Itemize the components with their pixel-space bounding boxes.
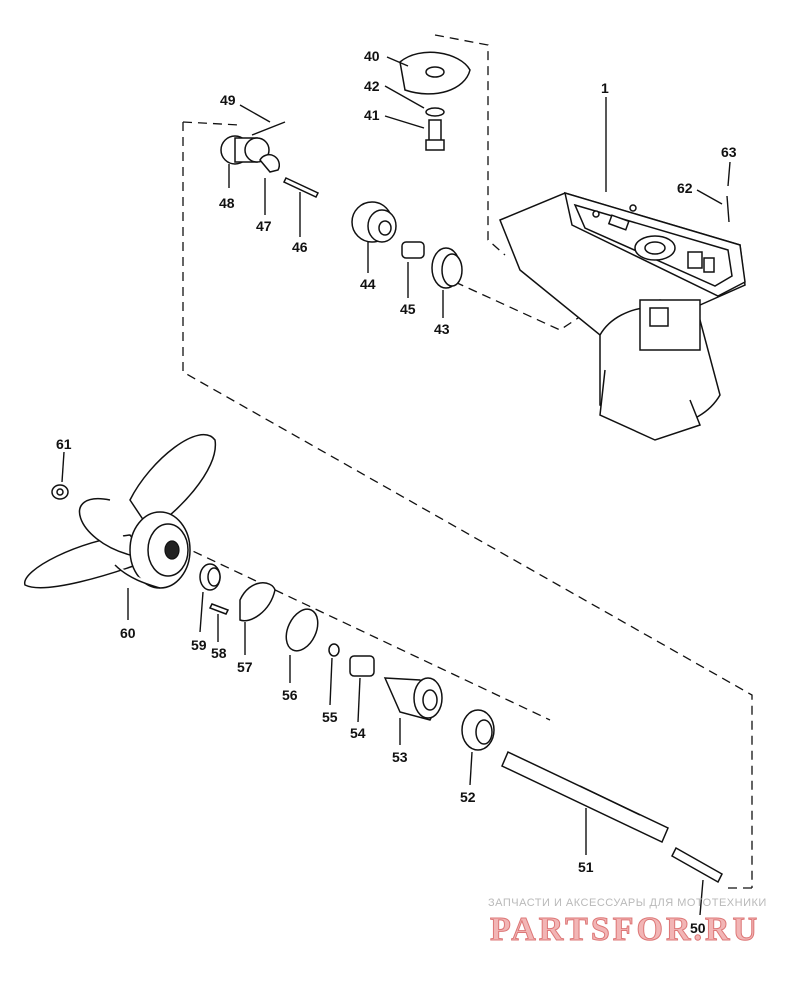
bearing-sleeve (349, 655, 375, 677)
callout-57: 57 (237, 659, 253, 675)
callout-44: 44 (360, 276, 376, 292)
gear-housing (499, 191, 746, 441)
callout-45: 45 (400, 301, 416, 317)
shaft-spring (671, 846, 723, 884)
cotter-pin (208, 603, 230, 615)
prop-shaft-axis-dashed (179, 544, 551, 721)
bracket-plate (399, 51, 471, 95)
propeller (24, 433, 216, 589)
callout-47: 47 (256, 218, 272, 234)
callout-50: 50 (690, 920, 706, 936)
bracket-dashed-outline (434, 34, 506, 256)
pin (251, 121, 286, 136)
callout-48: 48 (219, 195, 235, 211)
clip-ring (259, 154, 281, 173)
callout-60: 60 (120, 625, 136, 641)
o-ring (285, 608, 319, 652)
thrust-hub (199, 563, 221, 591)
callout-62: 62 (677, 180, 693, 196)
drive-gear-assembly (220, 135, 270, 165)
callout-46: 46 (292, 239, 308, 255)
callout-58: 58 (211, 645, 227, 661)
bolt (425, 119, 445, 151)
callout-59: 59 (191, 637, 207, 653)
bearing (431, 247, 463, 289)
callout-56: 56 (282, 687, 298, 703)
upper-dashed-top (182, 121, 241, 126)
watermark-brand: PARTSFOR.RU (490, 911, 760, 948)
propeller-nut (51, 484, 69, 500)
bushing (401, 241, 425, 259)
propeller-shaft (501, 750, 669, 844)
shaft-pin (282, 177, 320, 198)
callout-63: 63 (721, 144, 737, 160)
callout-61: 61 (56, 436, 72, 452)
callout-43: 43 (434, 321, 450, 337)
callout-42: 42 (364, 78, 380, 94)
bearing-carrier (383, 677, 443, 721)
callout-52: 52 (460, 789, 476, 805)
callout-54: 54 (350, 725, 366, 741)
callout-53: 53 (392, 749, 408, 765)
leader-lines (61, 56, 731, 916)
callout-55: 55 (322, 709, 338, 725)
watermark-tagline: ЗАПЧАСТИ И АКСЕССУАРЫ ДЛЯ МОТОТЕХНИКИ (488, 897, 767, 909)
reverse-gear (461, 709, 495, 751)
pinion-gear (351, 201, 397, 243)
small-washer (328, 643, 340, 657)
callout-49: 49 (220, 92, 236, 108)
retainer-ring (239, 582, 276, 622)
callout-41: 41 (364, 107, 380, 123)
callout-1: 1 (601, 80, 609, 96)
upper-dashed-outline (182, 122, 753, 888)
washer (425, 107, 445, 117)
callout-40: 40 (364, 48, 380, 64)
callout-51: 51 (578, 859, 594, 875)
